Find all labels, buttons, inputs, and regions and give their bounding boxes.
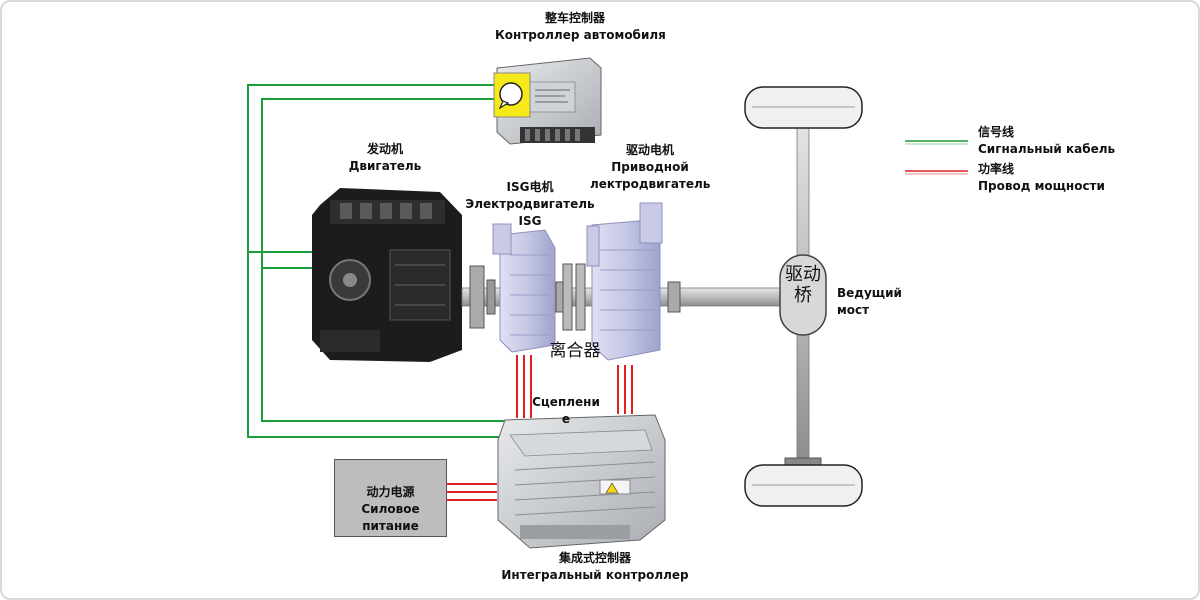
vehicle-controller-label: 整车控制器 Контроллер автомобиля <box>495 10 666 44</box>
signal-lines <box>247 84 507 438</box>
power-supply-label-ru-2: питание <box>362 519 419 533</box>
isg-motor-unit <box>492 223 556 353</box>
power-lines <box>447 355 633 501</box>
engine-label-ru: Двигатель <box>348 159 422 173</box>
power-supply-label-ru-1: Силовое <box>361 502 420 516</box>
clutch-label-zh: 离合器 <box>549 341 601 361</box>
drive-motor-label-zh: 驱动电机 <box>625 143 674 157</box>
integrated-controller-label-ru: Интегральный контроллер <box>501 568 689 582</box>
engine-block <box>312 188 462 362</box>
drive-axle-label-ru: Ведущий мост <box>837 285 902 319</box>
power-supply-label-zh: 动力电源 <box>366 485 415 499</box>
integrated-controller-unit <box>497 414 666 549</box>
isg-motor-label-ru-2: ISG <box>518 214 542 228</box>
drive-axle-housing <box>779 254 827 336</box>
clutch-label-ru-1: Сцеплени <box>532 395 600 409</box>
drive-motor-label-ru-2: лектродвигатель <box>590 177 711 191</box>
output-flange <box>667 281 681 313</box>
isg-motor-label-ru-1: Электродвигатель <box>465 197 595 211</box>
legend-power-ru: Провод мощности <box>978 179 1105 193</box>
coupling <box>486 279 496 315</box>
engine-flange <box>469 265 485 329</box>
drive-axle-label-ru-2: мост <box>837 303 870 317</box>
vehicle-controller-label-ru: Контроллер автомобиля <box>495 28 666 42</box>
drive-axle-label-ru-1: Ведущий <box>837 286 902 300</box>
legend-signal-ru: Сигнальный кабель <box>978 142 1116 156</box>
clutch-label-ru-2: е <box>561 412 571 426</box>
comment-icon[interactable] <box>493 72 531 118</box>
integrated-controller-label: 集成式控制器 Интегральный контроллер <box>490 550 700 584</box>
integrated-controller-label-zh: 集成式控制器 <box>558 551 631 565</box>
wheel-front <box>744 86 863 129</box>
wheel-rear <box>744 464 863 507</box>
legend-power-line <box>905 170 968 175</box>
isg-motor-label-zh: ISG电机 <box>506 180 554 194</box>
isg-motor-label: ISG电机 Электродвигатель ISG <box>465 179 595 230</box>
drive-motor-label-ru-1: Приводной <box>611 160 689 174</box>
legend-signal-line <box>905 140 968 145</box>
legend-power-zh: 功率线 <box>978 162 1015 176</box>
drive-axle-label-zh-1: 驱动 <box>785 264 821 285</box>
drive-motor-label: 驱动电机 Приводной лектродвигатель <box>590 142 710 193</box>
legend-signal-text: 信号线 Сигнальный кабель <box>978 124 1115 158</box>
power-supply-box: 动力电源 Силовое питание <box>334 459 447 537</box>
vehicle-controller-label-zh: 整车控制器 <box>544 11 605 25</box>
engine-label: 发动机 Двигатель <box>330 141 440 175</box>
clutch-label-ru: Сцеплени е <box>530 394 602 428</box>
drive-axle-label-zh: 驱动 桥 <box>783 264 823 306</box>
engine-label-zh: 发动机 <box>366 142 403 156</box>
drive-motor-unit <box>586 202 663 361</box>
legend-power-text: 功率线 Провод мощности <box>978 161 1105 195</box>
drive-axle-label-zh-2: 桥 <box>794 285 812 306</box>
clutch-unit <box>555 263 586 331</box>
legend-signal-zh: 信号线 <box>978 125 1015 139</box>
